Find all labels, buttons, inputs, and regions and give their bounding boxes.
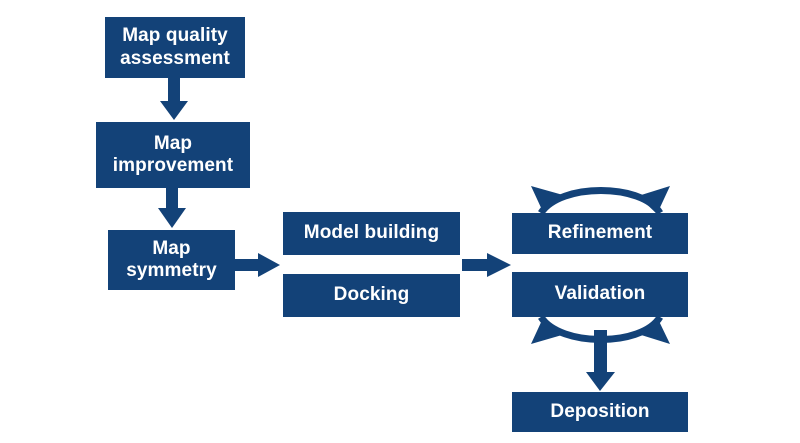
connector-building-to-refinement <box>462 253 511 277</box>
connector-assessment-to-improvement <box>160 78 188 120</box>
node-refinement[interactable]: Refinement <box>512 213 688 254</box>
node-docking[interactable]: Docking <box>283 274 460 317</box>
connector-symmetry-to-building <box>235 253 280 277</box>
node-map-improvement[interactable]: Map improvement <box>96 122 250 188</box>
connector-cycle-top-arc <box>531 186 670 216</box>
node-map-symmetry[interactable]: Map symmetry <box>108 230 235 290</box>
node-validation[interactable]: Validation <box>512 272 688 317</box>
connector-cycle-bottom-arc <box>531 314 670 344</box>
connector-improvement-to-symmetry <box>158 188 186 228</box>
node-model-building[interactable]: Model building <box>283 212 460 255</box>
node-map-quality-assessment[interactable]: Map quality assessment <box>105 17 245 78</box>
connector-validation-to-deposition <box>586 330 615 391</box>
node-deposition[interactable]: Deposition <box>512 392 688 432</box>
